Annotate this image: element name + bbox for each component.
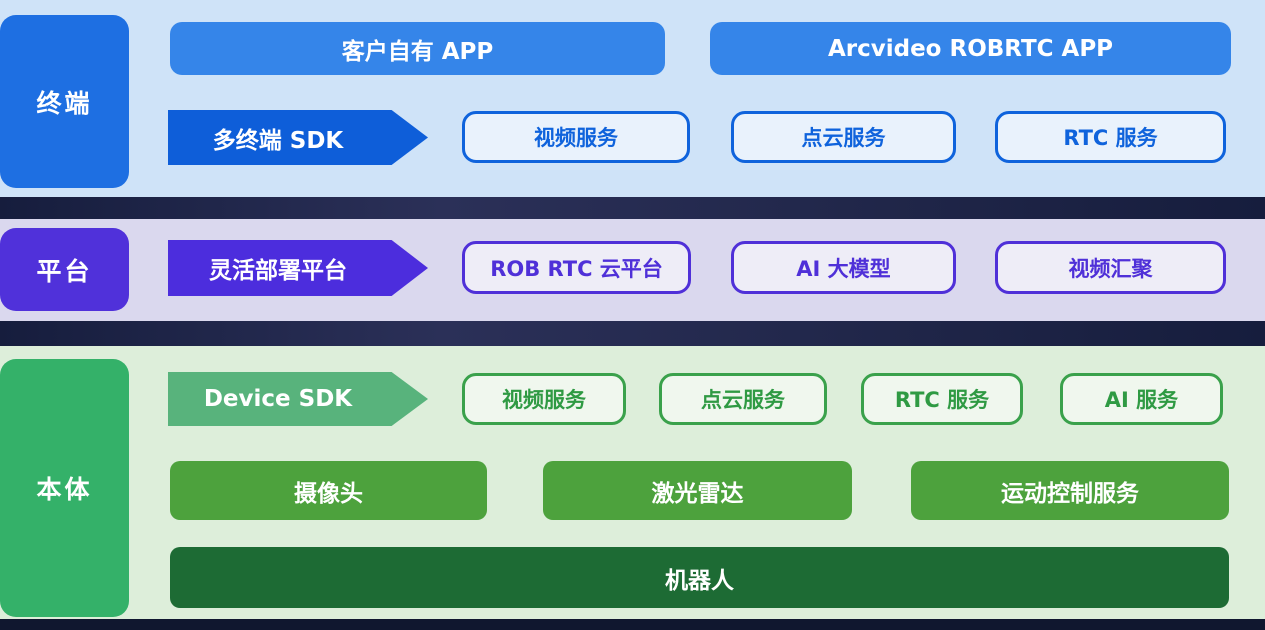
device-pointcloud-service-pill: 点云服务	[659, 373, 827, 425]
device-rtc-service-pill: RTC 服务	[861, 373, 1023, 425]
flexible-deploy-platform-arrow: 灵活部署平台	[168, 240, 428, 296]
layer-separator-bottom	[0, 321, 1265, 346]
motion-control-service-box: 运动控制服务	[911, 461, 1229, 520]
terminal-pointcloud-service-pill: 点云服务	[731, 111, 956, 163]
platform-layer-label: 平台	[0, 228, 129, 311]
device-sdk-arrow: Device SDK	[168, 372, 428, 426]
terminal-layer-label: 终端	[0, 15, 129, 188]
rob-rtc-cloud-platform-pill: ROB RTC 云平台	[462, 241, 691, 294]
lidar-box: 激光雷达	[543, 461, 852, 520]
device-layer-label: 本体	[0, 359, 129, 617]
bottom-edge-strip	[0, 619, 1265, 630]
device-video-service-pill: 视频服务	[462, 373, 626, 425]
layer-separator-top	[0, 197, 1265, 219]
terminal-video-service-pill: 视频服务	[462, 111, 690, 163]
customer-app-box: 客户自有 APP	[170, 22, 665, 75]
terminal-rtc-service-pill: RTC 服务	[995, 111, 1226, 163]
device-ai-service-pill: AI 服务	[1060, 373, 1223, 425]
ai-large-model-pill: AI 大模型	[731, 241, 956, 294]
multi-terminal-sdk-arrow: 多终端 SDK	[168, 110, 428, 165]
camera-box: 摄像头	[170, 461, 487, 520]
video-aggregation-pill: 视频汇聚	[995, 241, 1226, 294]
robot-box: 机器人	[170, 547, 1229, 608]
arcvideo-robrtc-app-box: Arcvideo ROBRTC APP	[710, 22, 1231, 75]
